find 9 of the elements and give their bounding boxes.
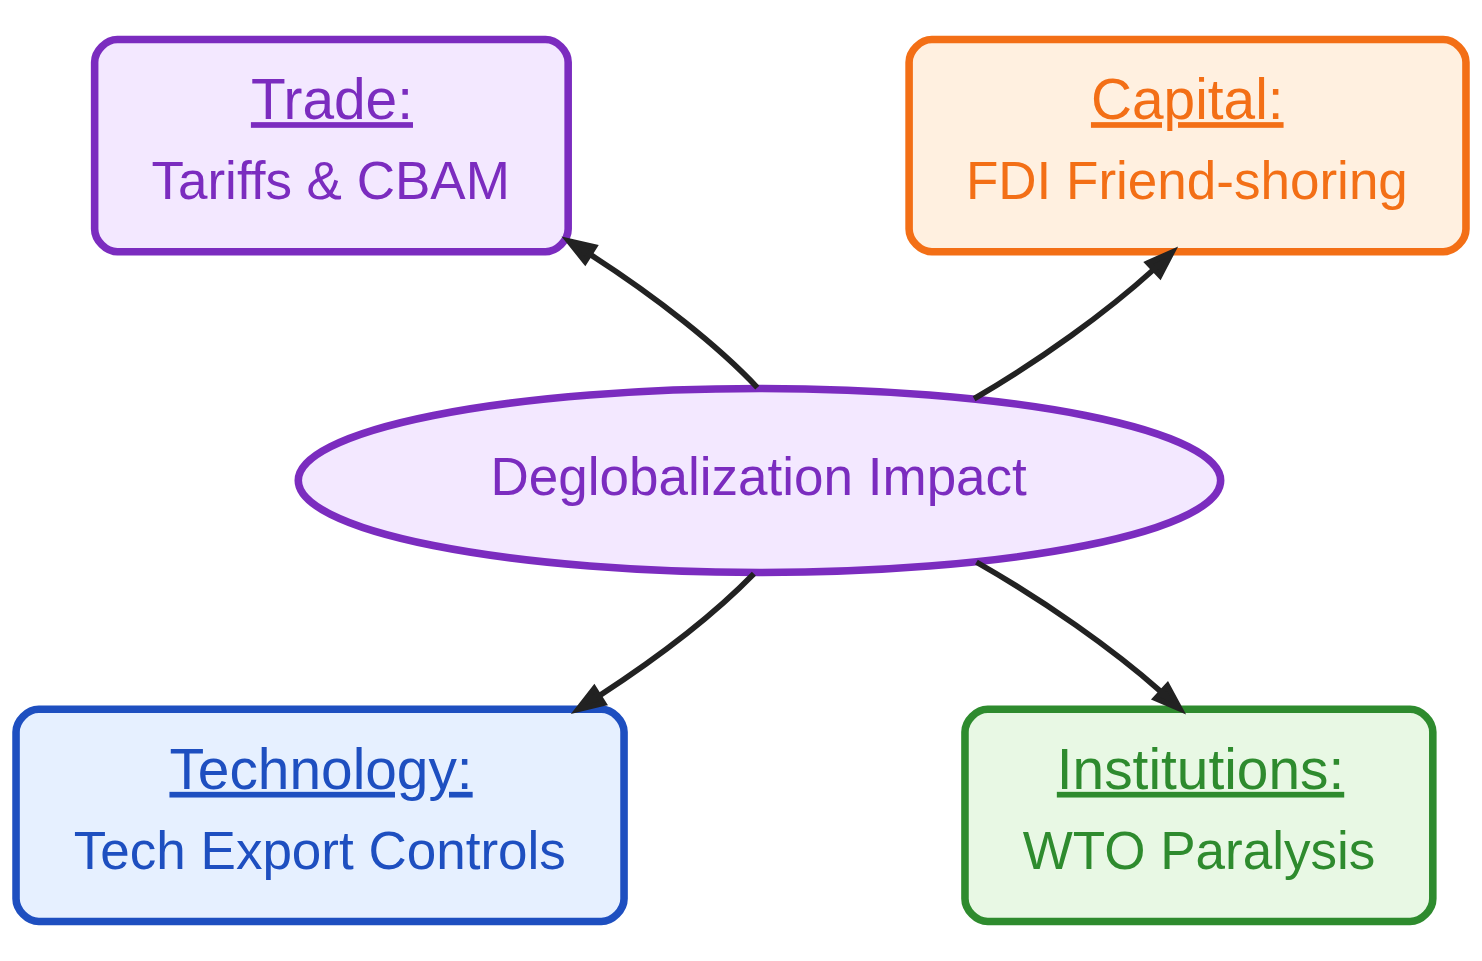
node-box: Trade: Tariffs & CBAM — [90, 35, 572, 256]
node-box: Technology: Tech Export Controls — [12, 705, 628, 926]
arrow — [561, 236, 760, 390]
node-box: Institutions: WTO Paralysis — [961, 705, 1437, 926]
node-box: Capital: FDI Friend-shoring — [905, 35, 1470, 256]
arrow — [570, 571, 756, 714]
node-ellipse: Deglobalization Impact — [294, 384, 1225, 577]
arrow — [975, 559, 1187, 715]
arrow — [972, 246, 1179, 402]
